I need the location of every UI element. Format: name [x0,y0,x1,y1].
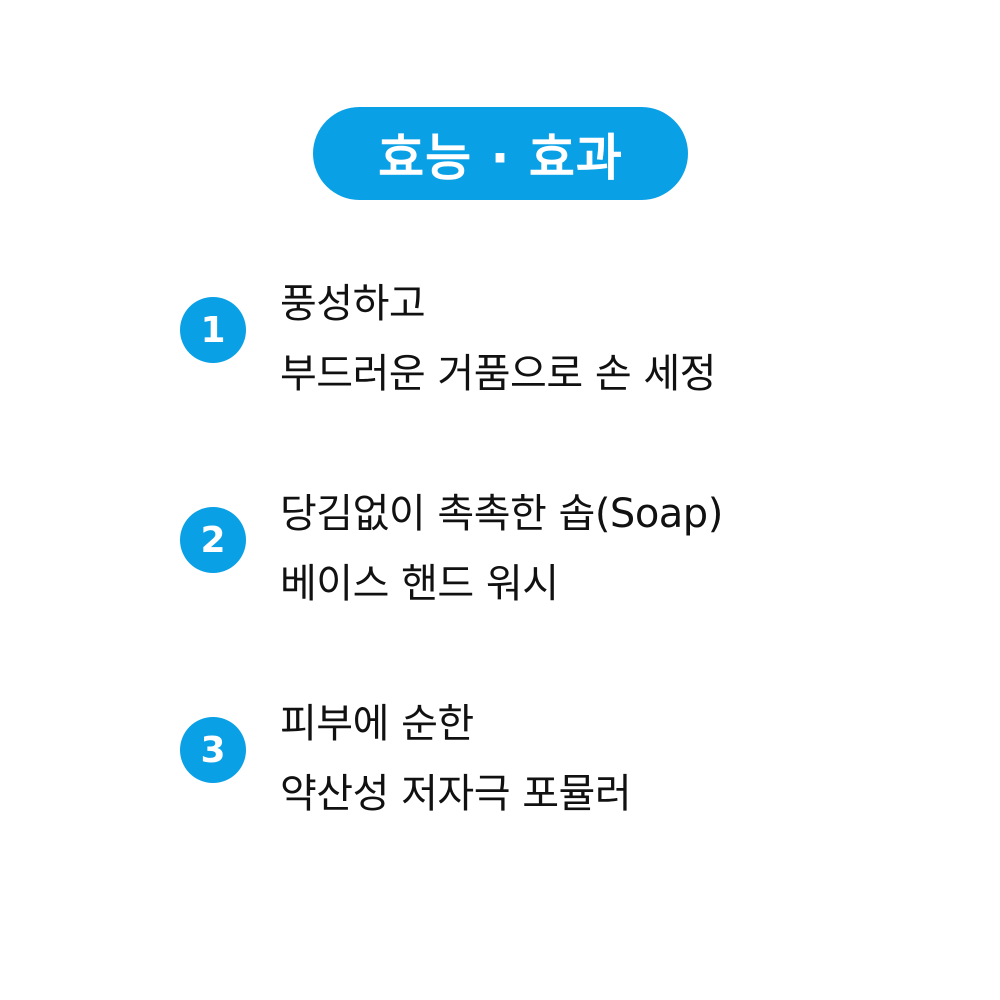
benefit-line: 베이스 핸드 워시 [280,561,559,607]
number-badge: 3 [180,717,246,783]
number-badge: 2 [180,507,246,573]
benefit-line: 부드러운 거품으로 손 세정 [280,351,716,397]
benefit-line: 피부에 순한 [280,701,474,747]
title-text: 효능 · 효과 [378,128,623,187]
benefit-line: 당김없이 촉촉한 솝(Soap) [280,491,723,537]
number-badge: 1 [180,297,246,363]
benefit-line: 풍성하고 [280,281,426,327]
title-badge: 효능 · 효과 [313,107,688,200]
benefit-line: 약산성 저자극 포뮬러 [280,771,632,817]
